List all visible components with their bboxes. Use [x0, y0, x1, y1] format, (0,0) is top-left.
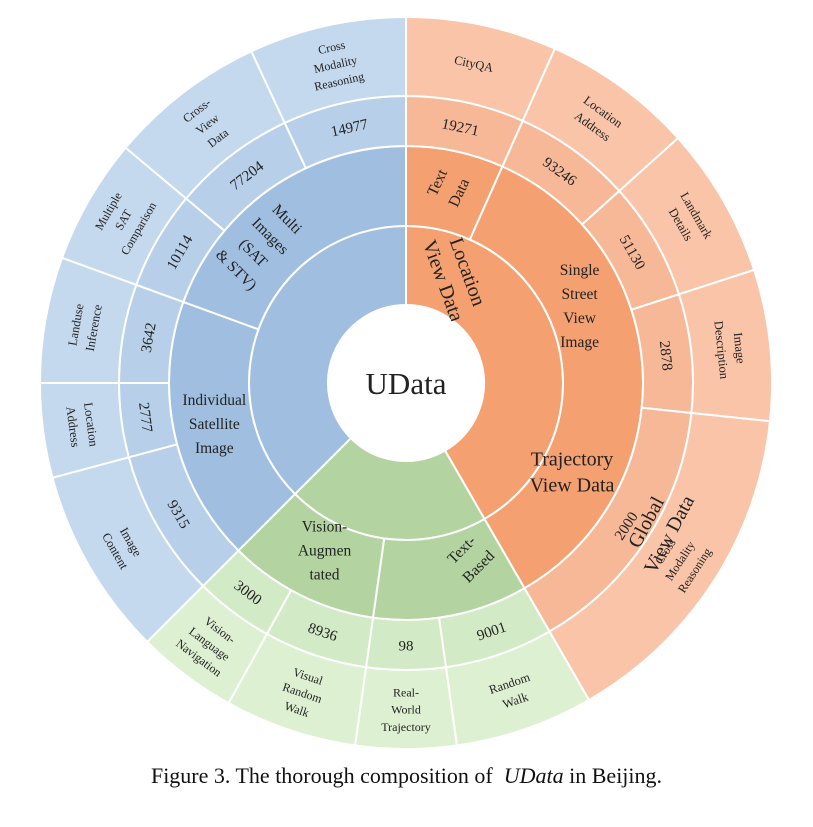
caption-prefix: Figure 3. The thorough composition of [150, 763, 493, 788]
center-hole [329, 306, 483, 460]
task-label-location-address-201: LocationAddress [63, 402, 101, 451]
caption-emphasis: UData [503, 763, 564, 788]
caption-suffix: in Beijing. [569, 763, 663, 788]
center-label: UData [366, 366, 447, 401]
value-label-image-description-012: 2878 [656, 340, 675, 372]
value-label-cityqa-000: 19271 [440, 116, 480, 139]
task-arc-cross-modality-reasoning-212 [249, 15, 407, 125]
value-label-landuse-inference-202: 3642 [139, 322, 160, 354]
value-label-real-world-trajectory-101: 98 [399, 638, 414, 654]
figure-caption: Figure 3. The thorough composition of UD… [0, 763, 813, 789]
value-label-location-address-201: 2777 [135, 401, 155, 433]
task-label-image-description-012: ImageDescription [711, 318, 749, 380]
